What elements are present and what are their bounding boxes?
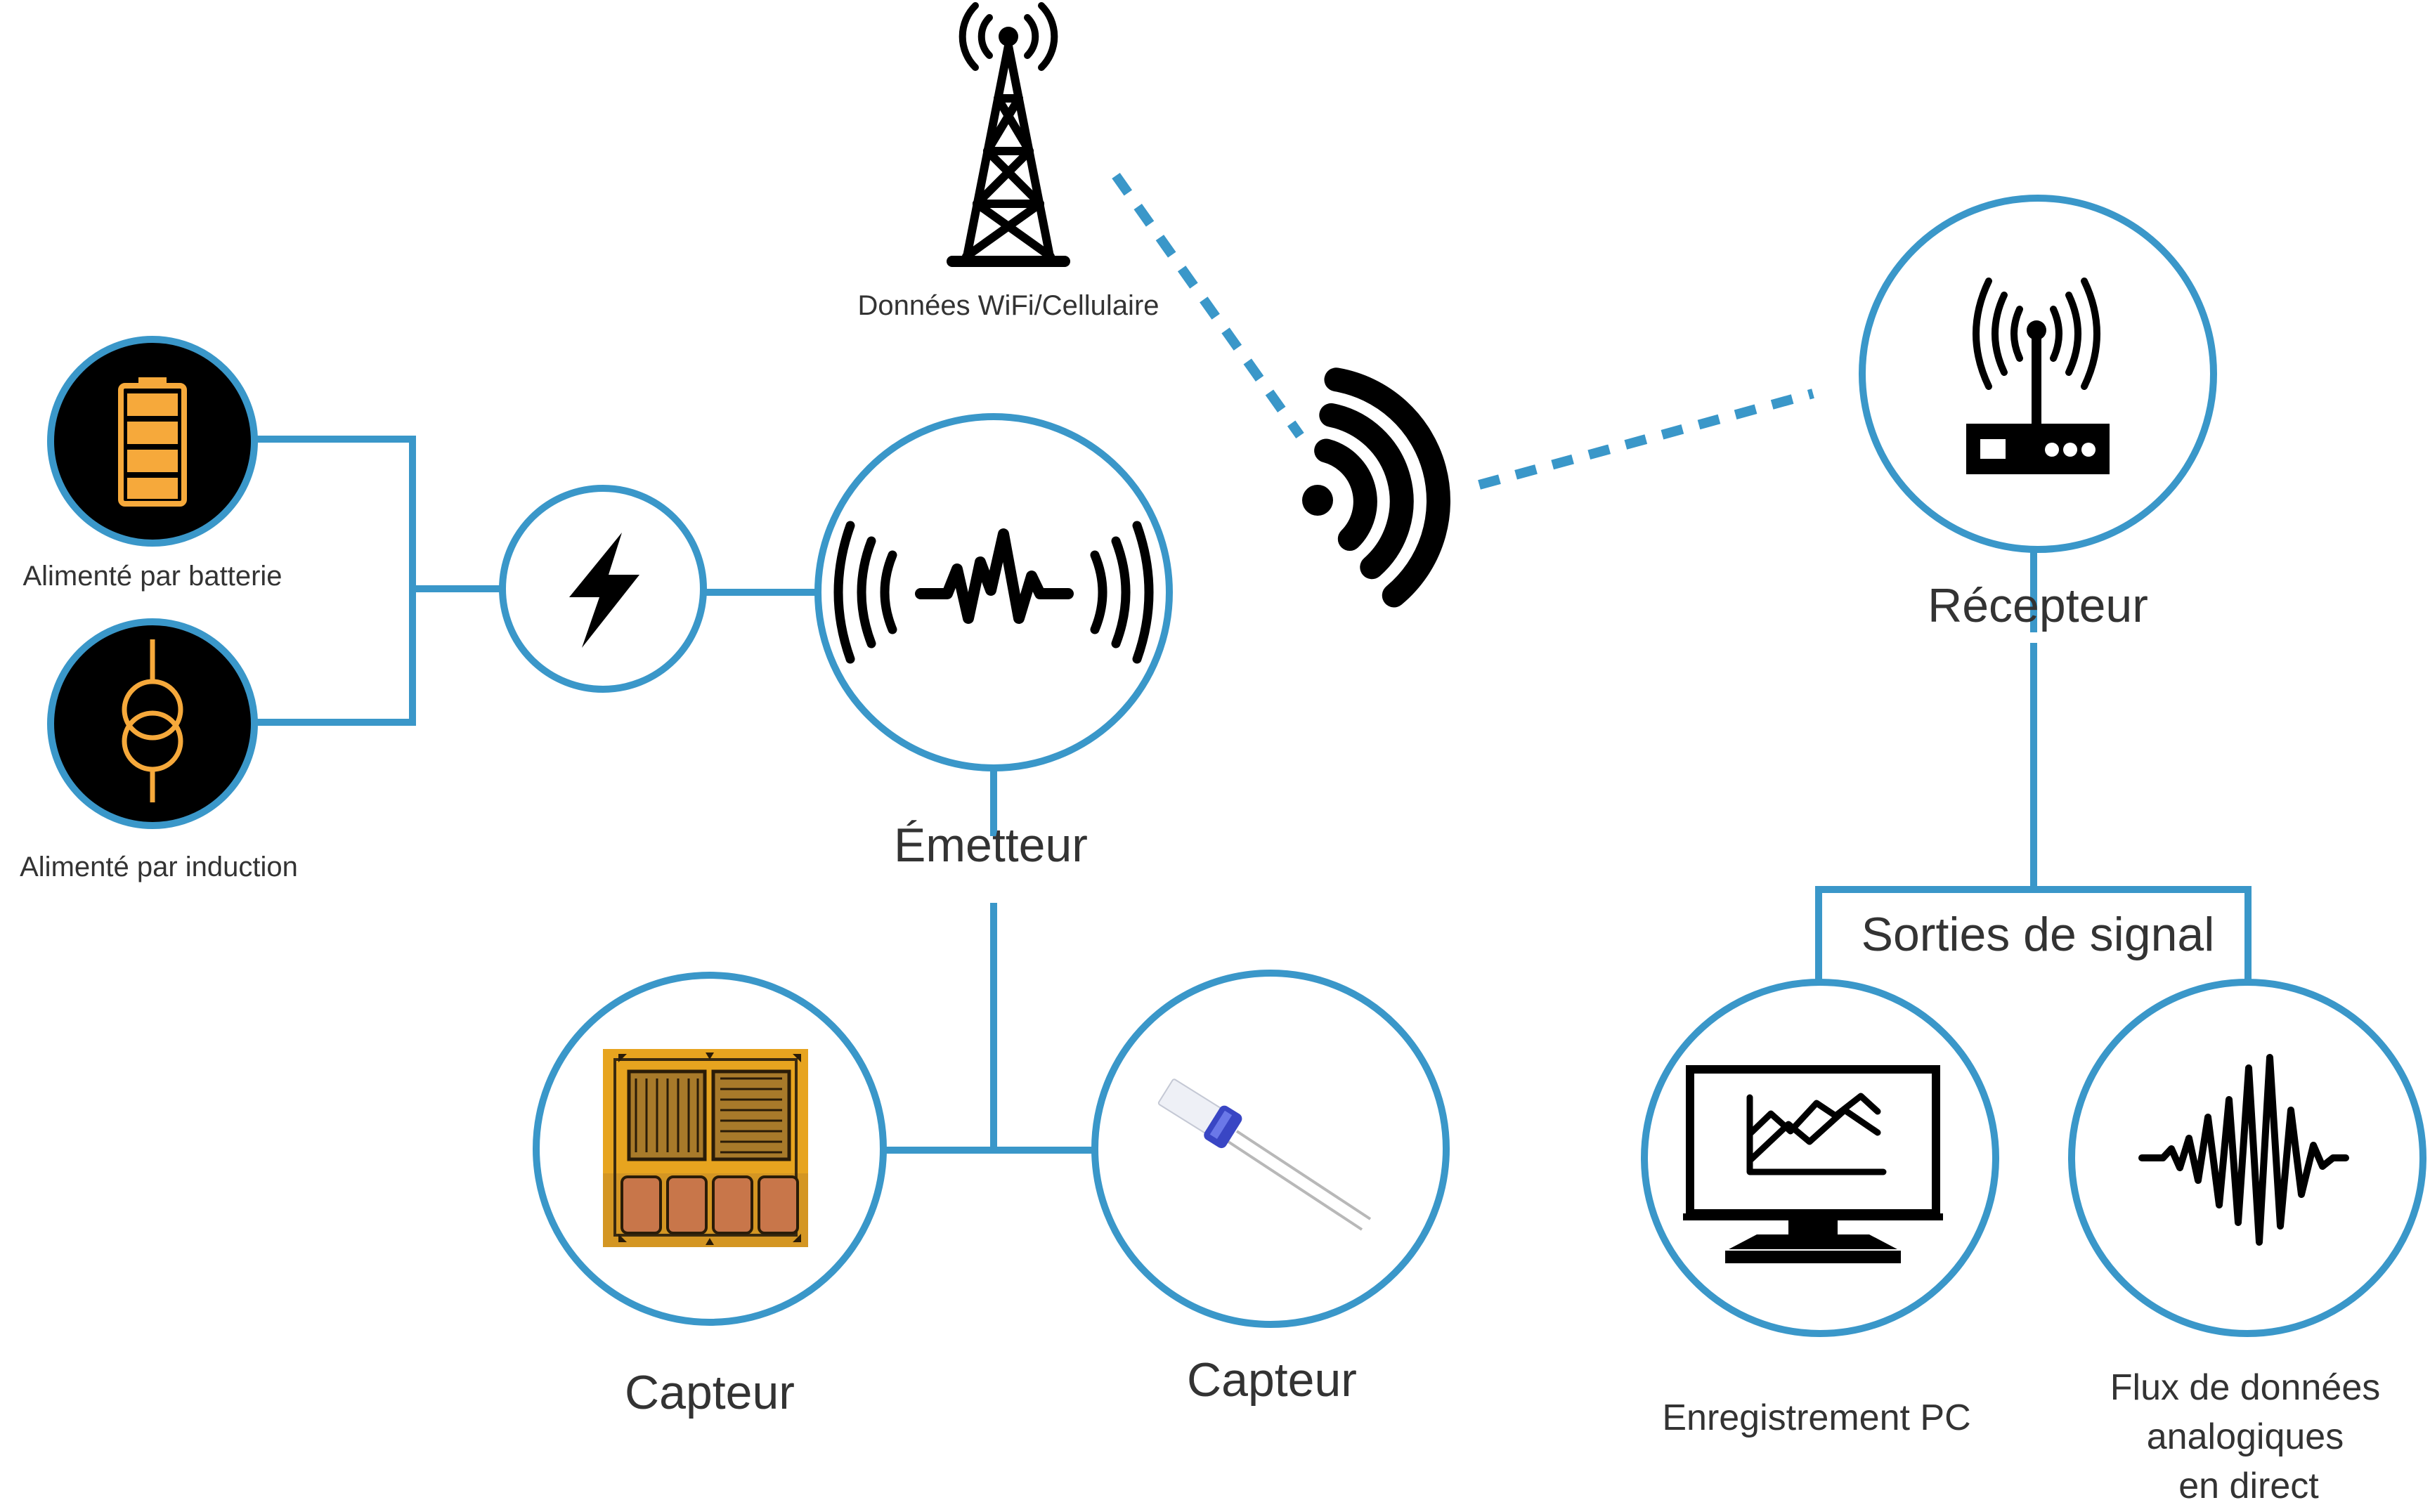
waveform-broadcast-icon [833,521,1154,664]
analog-stream-label-line3: en direct [2178,1466,2319,1506]
receiver-link-dashes [1478,389,1814,490]
analog-stream-node [2068,979,2426,1337]
tower-label: Données WiFi/Cellulaire [857,290,1159,321]
battery-node [47,336,258,547]
router-antenna-icon [1966,278,2110,474]
monitor-chart-icon [1683,1065,1943,1263]
analog-waveform-icon [2138,1054,2349,1246]
transmitter-node [814,413,1173,771]
sensor-right-label: Capteur [1187,1353,1357,1407]
pc-recording-label: Enregistrement PC [1662,1397,1970,1438]
analog-stream-label-line1: Flux de données [2110,1367,2381,1408]
outputs-bracket [1815,886,2252,984]
transmitter-label: Émetteur [894,819,1088,872]
receiver-node [1859,195,2217,553]
analog-stream-label-line2: analogiques [2147,1416,2344,1457]
sensor-left-node [533,972,887,1326]
receiver-label: Récepteur [1928,579,2148,632]
strain-gauge-photo [603,1049,808,1247]
induction-node [47,618,258,829]
sensor-probe-photo [1157,1078,1372,1231]
sensor-right-node [1091,970,1450,1328]
lightning-bolt-icon [569,533,639,648]
tower-link-dashes [1112,172,1304,439]
cell-tower-icon [947,2,1070,267]
induction-label: Alimenté par induction [20,852,298,882]
power-node [499,485,707,693]
battery-label: Alimenté par batterie [22,561,282,592]
pc-recording-node [1641,979,1999,1337]
wifi-signal-icon [1302,367,1450,608]
connector-lines [252,436,2252,1154]
induction-transformer-icon [122,639,183,802]
signal-outputs-label: Sorties de signal [1862,908,2215,961]
wireless-links [1112,172,1814,490]
battery-connector [252,436,416,726]
battery-icon [118,377,187,507]
sensor-left-label: Capteur [625,1366,795,1419]
